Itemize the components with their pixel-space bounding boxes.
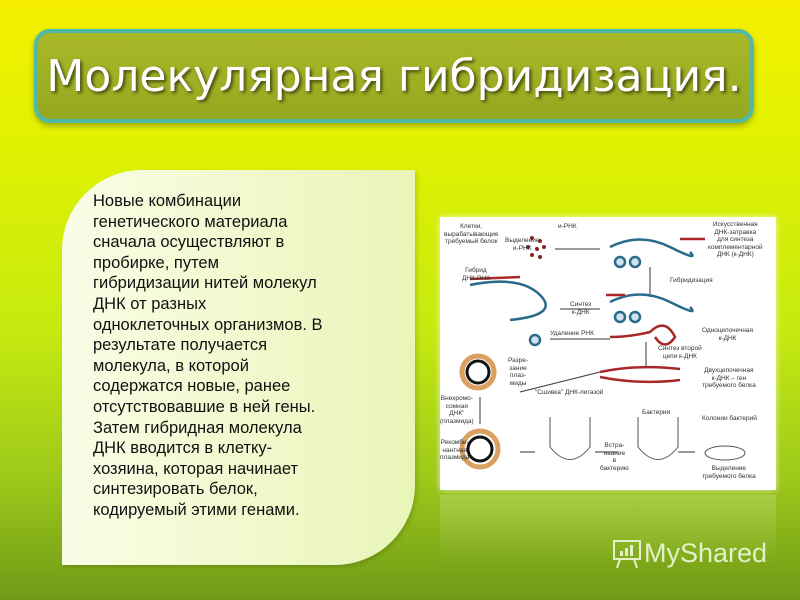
body-line: кодируемый этими генами. (93, 500, 300, 519)
rna-strands (469, 238, 694, 347)
diagram-label: и-РНК (558, 223, 577, 230)
body-line: отсутствовавшие в ней гены. (93, 397, 316, 416)
body-line: содержатся новые, ранее (93, 377, 291, 396)
body-line: Затем гибридная молекула (93, 418, 302, 437)
title-box: Молекулярная гибридизация. (34, 29, 754, 123)
body-line: результате получается (93, 336, 268, 355)
body-line: Новые комбинации (93, 192, 242, 210)
body-line: генетического материала (93, 212, 288, 231)
watermark-logo: MyShared (610, 536, 767, 570)
body-line: хозяина, которая начинает (93, 459, 299, 478)
text-box (62, 170, 415, 565)
watermark-text: MyShared (644, 537, 768, 568)
diagram-reflection (440, 495, 776, 565)
tubes (549, 417, 746, 461)
arrows (479, 248, 695, 453)
body-line: пробирке, путем (93, 253, 219, 272)
plasmids (459, 353, 501, 470)
diagram-drawing (459, 236, 746, 470)
diagram-label: Удаление РНК (550, 330, 594, 337)
body-line: сначала осуществляют в (93, 233, 285, 252)
slide-title: Молекулярная гибридизация. (46, 51, 742, 102)
dna-strands (469, 237, 705, 384)
body-line: синтезировать белок, (93, 480, 258, 499)
diagram-label: Гибридизация (670, 277, 713, 284)
body-line: одноклеточных организмов. В (93, 315, 323, 334)
diagram-label: Бактерии (642, 409, 671, 416)
cells-dots (526, 236, 546, 259)
body-line: гибридизации нитей молекул (93, 274, 317, 293)
diagram-label: Колонии бактерий (702, 415, 757, 422)
body-line: молекула, в которой (93, 356, 249, 375)
diagram-label: "Сшивка" ДНК-лигазой (535, 389, 604, 396)
body-line: ДНК вводится в клетку- (93, 439, 273, 458)
body-line: ДНК от разных (93, 294, 207, 313)
body-text: Новые комбинации генетического материала с… (93, 191, 323, 521)
presentation-board-icon (613, 540, 641, 569)
